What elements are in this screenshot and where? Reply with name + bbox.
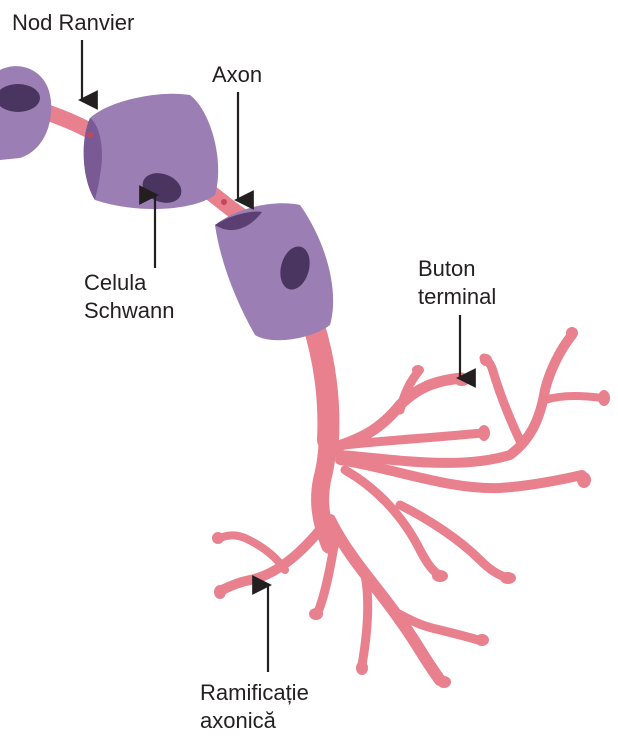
label-terminal-button-line2: terminal — [418, 284, 496, 309]
label-schwann-cell-line1: Celula — [84, 270, 147, 295]
label-terminal-button-line1: Buton — [418, 256, 476, 281]
schwann-cell-segment-1 — [0, 66, 51, 160]
label-axon: Axon — [212, 62, 262, 87]
label-node-of-ranvier: Nod Ranvier — [12, 10, 134, 35]
schwann-cell-segment-2 — [84, 94, 219, 209]
axon-terminal-branches — [220, 335, 602, 680]
schwann-cell-segment-3 — [215, 203, 333, 340]
label-axon-branching-line2: axonică — [200, 708, 277, 733]
label-schwann-cell-line2: Schwann — [84, 298, 175, 323]
label-axon-branching-line1: Ramificație — [200, 680, 309, 705]
